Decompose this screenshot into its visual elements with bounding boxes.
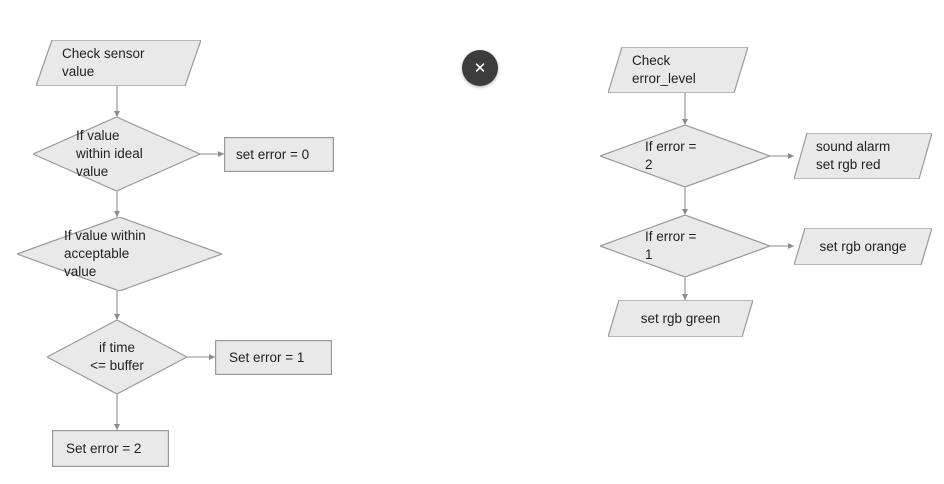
diamond-shape [33, 117, 200, 191]
node-label: Set error = 2 [66, 440, 142, 456]
node-label: Set error = 1 [229, 349, 305, 365]
node-if-error-1[interactable]: If error = 1 [600, 215, 770, 277]
node-check-error-level[interactable]: Check error_level [608, 47, 748, 93]
node-label: set error = 0 [236, 146, 310, 162]
node-label: Check sensor value [62, 46, 145, 79]
rectangle-shape [224, 137, 334, 172]
node-label: Check error_level [632, 53, 696, 86]
parallelogram-shape [36, 40, 201, 86]
node-label: sound alarm set rgb red [816, 139, 891, 172]
close-button[interactable]: ✕ [462, 50, 498, 86]
parallelogram-shape [794, 228, 932, 265]
diamond-shape [600, 125, 770, 187]
node-set-rgb-green[interactable]: set rgb green [608, 300, 753, 337]
node-label: If error = 2 [645, 139, 697, 172]
node-set-rgb-orange[interactable]: set rgb orange [794, 228, 932, 265]
diamond-shape [17, 217, 222, 291]
parallelogram-shape [608, 300, 753, 337]
node-if-value-within-ideal-value[interactable]: If value within ideal value [33, 117, 200, 191]
node-set-error-0[interactable]: set error = 0 [224, 137, 334, 172]
node-check-sensor-value[interactable]: Check sensor value [36, 40, 201, 86]
diamond-shape [47, 320, 187, 394]
diamond-shape [600, 215, 770, 277]
close-icon: ✕ [473, 59, 487, 77]
node-if-value-within-acceptable-value[interactable]: If value within acceptable value [17, 217, 222, 291]
node-label: If error = 1 [645, 229, 697, 262]
node-label: If value within acceptable value [64, 228, 146, 279]
node-label: If value within ideal value [76, 128, 143, 179]
node-set-error-2[interactable]: Set error = 2 [52, 430, 169, 467]
node-label: set rgb green [640, 310, 721, 326]
node-set-error-1[interactable]: Set error = 1 [215, 340, 332, 375]
node-sound-alarm-set-rgb-red[interactable]: sound alarm set rgb red [794, 133, 932, 179]
node-label: if time <= buffer [90, 340, 144, 373]
node-if-time-le-buffer[interactable]: if time <= buffer [47, 320, 187, 394]
parallelogram-shape [794, 133, 932, 179]
node-if-error-2[interactable]: If error = 2 [600, 125, 770, 187]
parallelogram-shape [608, 47, 748, 93]
rectangle-shape [52, 430, 169, 467]
node-label: set rgb orange [819, 238, 907, 254]
rectangle-shape [215, 340, 332, 375]
